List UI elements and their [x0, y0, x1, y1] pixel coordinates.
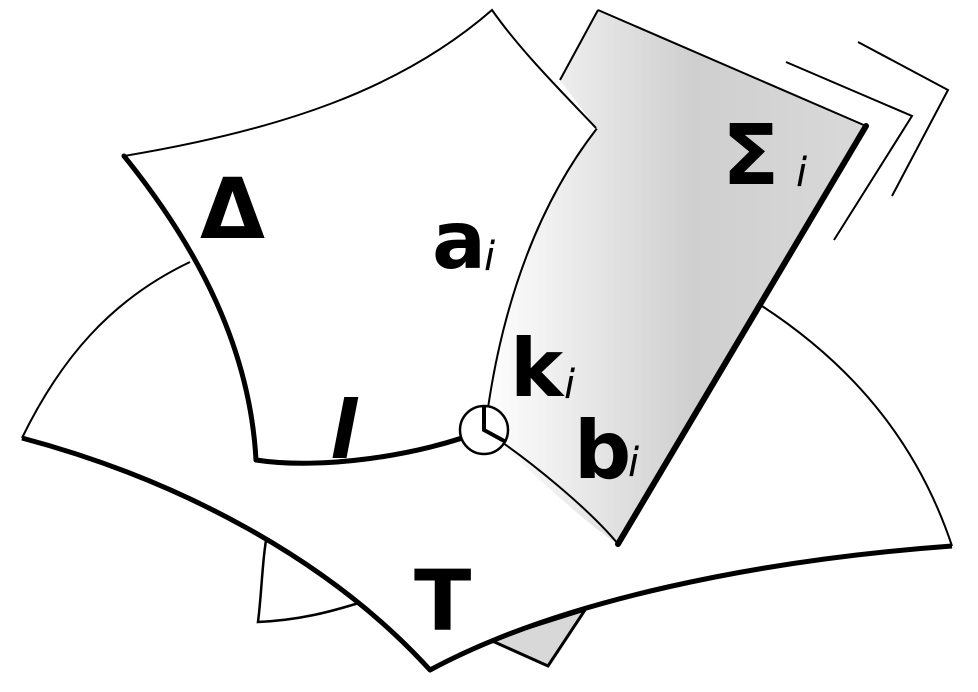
sigma-right-edge — [615, 123, 869, 547]
sigma-left-edge-ki — [482, 126, 598, 431]
label-a-subscript: i — [484, 234, 495, 280]
motion-line-1 — [785, 61, 914, 241]
motion-line-2 — [857, 41, 950, 197]
sigma-top-left-edge — [559, 9, 599, 81]
label-b: b — [574, 404, 631, 497]
delta-left-edge — [121, 153, 259, 463]
label-sigma-subscript: i — [796, 150, 807, 196]
label-k: k — [510, 322, 565, 415]
label-sigma: Σ — [722, 106, 779, 204]
label-a: a — [432, 194, 486, 287]
back-surface — [21, 261, 191, 439]
curve-l — [253, 427, 487, 466]
label-b-subscript: i — [628, 440, 639, 486]
intersection-stub — [482, 406, 507, 444]
surface-delta — [124, 10, 596, 464]
label-l: l — [330, 384, 359, 477]
label-k-subscript: i — [564, 362, 575, 408]
surface-sigma — [484, 10, 866, 544]
delta-top-edge — [123, 8, 597, 157]
label-t: T — [414, 552, 471, 650]
surface-t — [21, 435, 953, 673]
lower-left-sheet — [256, 527, 363, 624]
label-delta: Δ — [200, 160, 265, 258]
sigma-top-edge — [597, 9, 867, 127]
back-surface-right — [761, 305, 953, 547]
